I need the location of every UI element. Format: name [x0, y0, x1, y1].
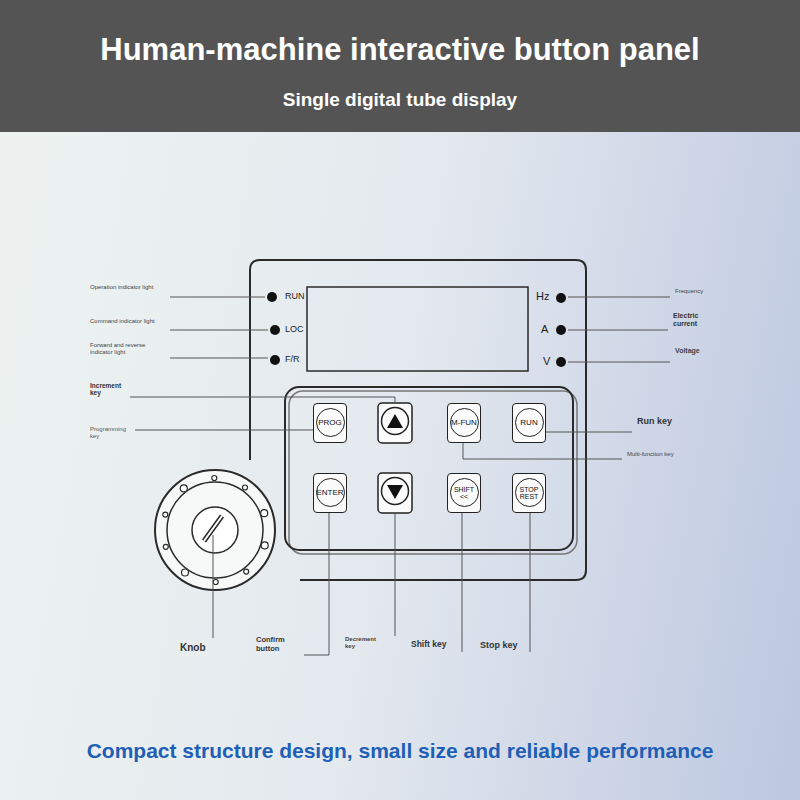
callout-label: Stop key	[480, 640, 518, 650]
callout-label: Confirm button	[256, 636, 298, 653]
panel-key: STOPREST	[512, 473, 546, 513]
callout-label: Electric current	[673, 312, 715, 328]
callout-label: Command indicator light	[90, 318, 155, 325]
panel-key: SHIFT<<	[447, 473, 481, 513]
key-label: M-FUN	[451, 419, 477, 427]
callout-label: Knob	[180, 642, 206, 654]
key-label: STOP	[520, 486, 539, 493]
panel-key: ENTER	[313, 473, 347, 513]
callout-label: Decrement key	[345, 636, 387, 650]
panel-key: PROG	[313, 403, 347, 443]
callout-label: Forward and reverse indicator light	[90, 342, 164, 356]
key-label: RUN	[520, 419, 537, 427]
key-label: ENTER	[316, 489, 343, 497]
panel-key: M-FUN	[447, 403, 481, 443]
title: Human-machine interactive button panel	[0, 32, 800, 68]
callout-label: Operation indicator light	[90, 284, 153, 291]
indicator-label: A	[541, 323, 548, 336]
key-label: SHIFT	[454, 486, 474, 493]
indicator-label: V	[543, 355, 550, 368]
callout-label: Programming key	[90, 426, 132, 440]
callout-label: Multi-function key	[627, 451, 674, 458]
subtitle: Single digital tube display	[0, 89, 800, 111]
callout-label: Voltage	[675, 347, 700, 355]
key-label: PROG	[318, 419, 342, 427]
caption: Compact structure design, small size and…	[0, 739, 800, 763]
key-label: REST	[520, 493, 539, 500]
callout-label: Run key	[637, 416, 672, 426]
callout-label: Shift key	[411, 640, 446, 650]
indicator-label: F/R	[285, 354, 300, 364]
indicator-label: Hz	[536, 290, 549, 303]
key-label: <<	[460, 493, 468, 500]
panel-key: RUN	[512, 403, 546, 443]
indicator-label: RUN	[285, 291, 305, 301]
callout-label: Frequency	[675, 288, 703, 295]
indicator-label: LOC	[285, 324, 304, 334]
callout-label: Increment key	[90, 382, 128, 397]
